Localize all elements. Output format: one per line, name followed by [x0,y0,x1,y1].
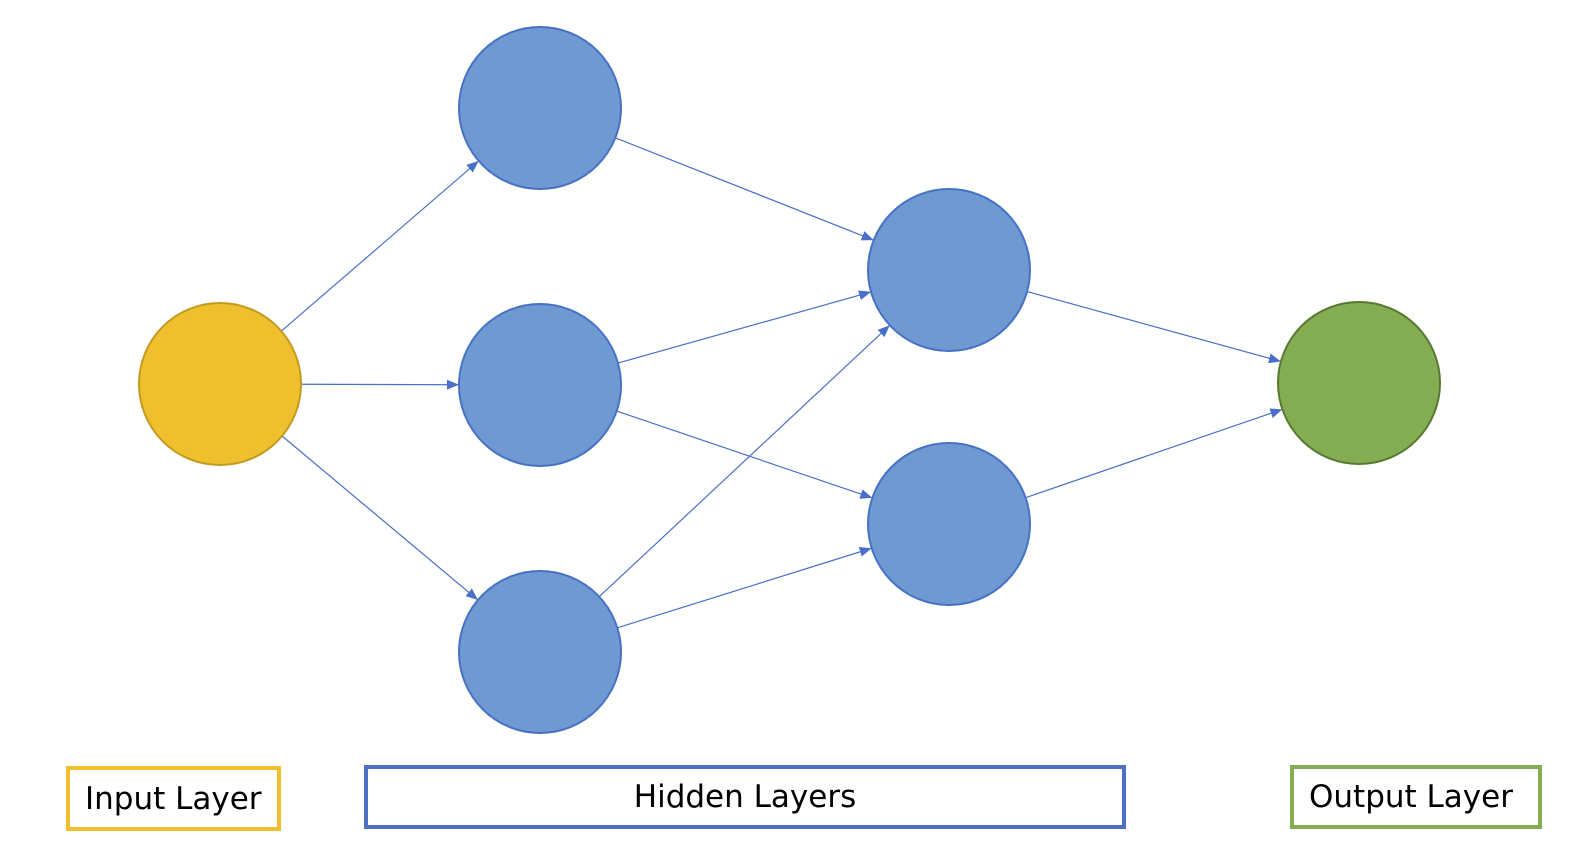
node-hidden1-2 [458,303,622,467]
node-hidden2-1 [867,188,1031,352]
edge-hidden2-2-to-output-1 [1025,408,1283,499]
edge-hidden1-2-to-hidden2-2 [616,410,873,499]
connections [280,137,1283,629]
node-hidden1-3 [458,570,622,734]
edge-hidden1-2-to-hidden2-1 [617,290,872,364]
edge-input-1-to-hidden1-3 [281,435,478,600]
edge-input-1-to-hidden1-1 [280,160,479,332]
node-output-1 [1277,301,1441,465]
hidden-layers-label: Hidden Layers [364,765,1126,829]
input-layer-label: Input Layer [66,766,281,831]
edge-hidden1-3-to-hidden2-2 [617,547,872,629]
node-hidden2-2 [867,442,1031,606]
node-hidden1-1 [458,26,622,190]
node-input-1 [138,302,302,466]
output-layer-text: Output Layer [1309,779,1513,815]
nodes [138,26,1441,734]
hidden-layers-text: Hidden Layers [633,779,857,815]
input-layer-text: Input Layer [85,780,262,817]
edge-hidden1-3-to-hidden2-1 [598,325,890,598]
output-layer-label: Output Layer [1290,765,1542,829]
edge-hidden2-1-to-output-1 [1026,290,1281,364]
edge-hidden1-1-to-hidden2-1 [615,137,874,241]
